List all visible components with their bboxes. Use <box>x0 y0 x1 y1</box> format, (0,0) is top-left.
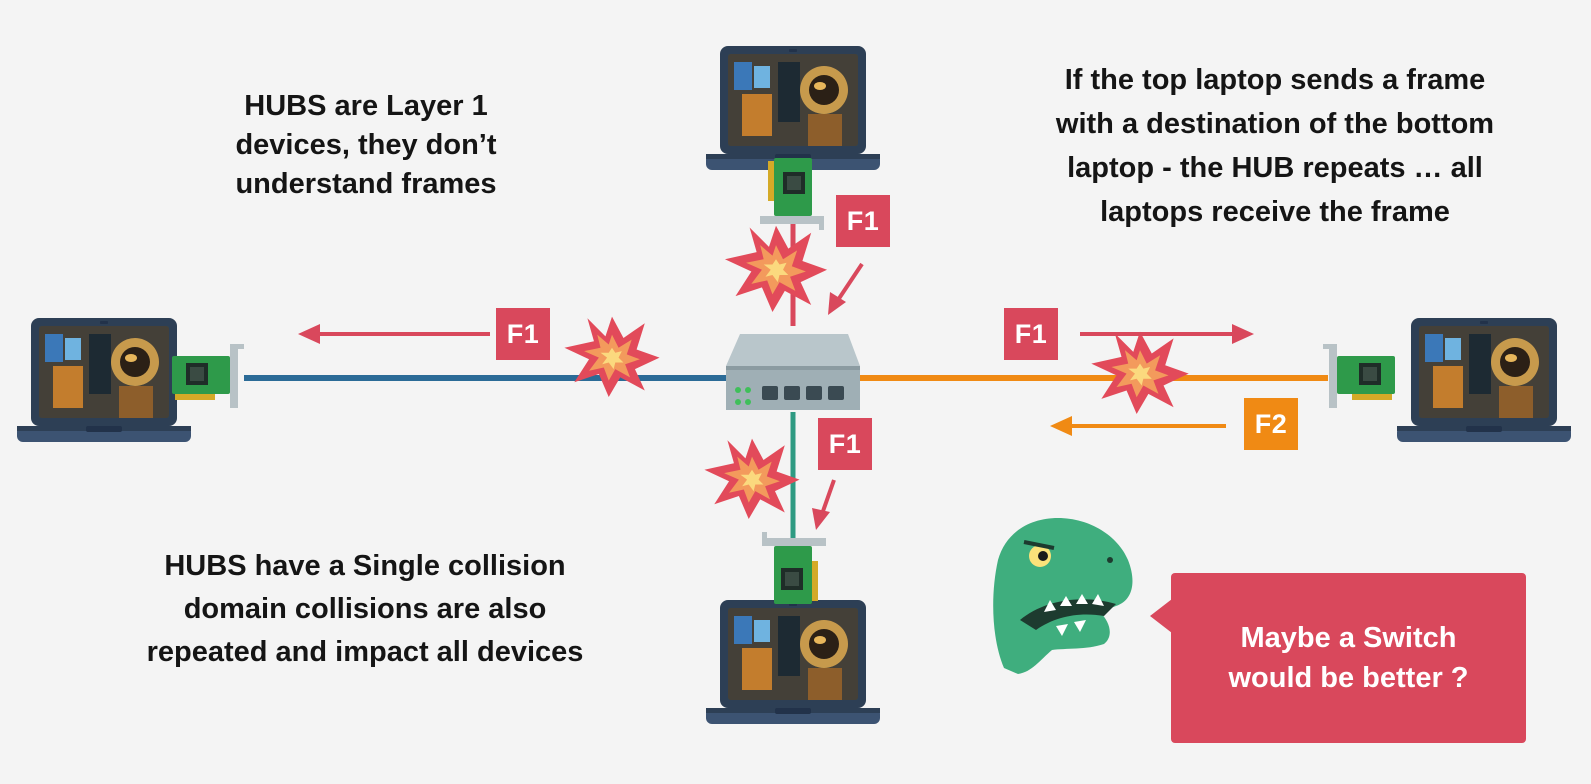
frame-tag-right: F1 <box>1004 308 1058 360</box>
laptop-icon-top <box>706 46 880 170</box>
network-card-icon-right <box>1323 344 1395 408</box>
hub-icon <box>726 334 860 410</box>
note-hub-repeats: If the top laptop sends a frame with a d… <box>1055 64 1495 228</box>
dinosaur-icon <box>993 518 1133 674</box>
laptop-icon-left <box>17 318 191 442</box>
network-card-icon-bottom <box>762 532 826 604</box>
arrow-top <box>828 262 864 315</box>
collision-icon-left <box>564 316 660 397</box>
network-card-icon-left <box>172 344 244 408</box>
frame-tag-left: F1 <box>496 308 550 360</box>
frame-tag-right-return: F2 <box>1244 398 1298 450</box>
note-hub-layer1: HUBS are Layer 1 devices, they don’t und… <box>235 90 497 200</box>
laptop-icon-right <box>1397 318 1571 442</box>
speech-bubble: Maybe a Switch would be better ? <box>1171 573 1526 743</box>
frame-tag-bottom: F1 <box>818 418 872 470</box>
collision-icon-top <box>724 225 828 312</box>
collision-icon-bottom <box>704 438 800 519</box>
speech-bubble-tail <box>1150 599 1172 633</box>
arrow-left <box>298 324 490 344</box>
laptop-icon-bottom <box>706 600 880 724</box>
arrow-bottom <box>812 479 836 530</box>
note-collision-domain: HUBS have a Single collision domain coll… <box>146 550 584 668</box>
frame-tag-top: F1 <box>836 195 890 247</box>
arrow-right <box>1080 324 1254 344</box>
arrow-right-return <box>1050 416 1226 436</box>
collision-icon-right <box>1091 331 1189 414</box>
